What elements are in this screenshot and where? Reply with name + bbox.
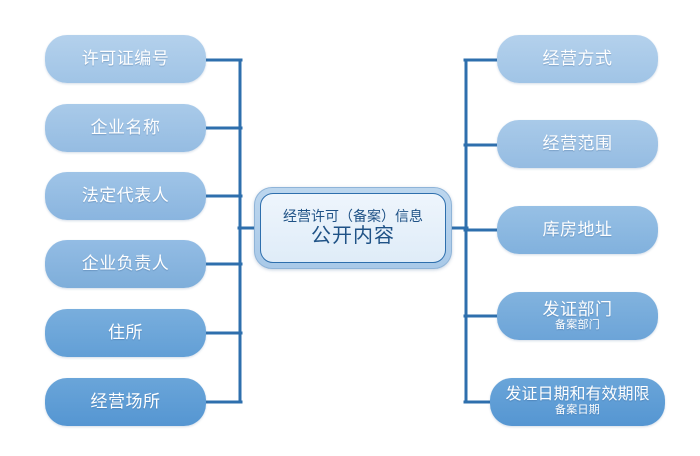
right-node-warehouse-address[interactable]: 库房地址 [497, 206, 658, 254]
node-label: 库房地址 [542, 220, 613, 240]
center-node-line1: 经营许可（备案）信息 [283, 207, 423, 224]
node-label: 经营范围 [542, 134, 613, 154]
node-label: 许可证编号 [81, 49, 170, 69]
left-node-residence[interactable]: 住所 [45, 309, 206, 357]
right-node-issuing-authority[interactable]: 发证部门 备案部门 [497, 292, 658, 340]
center-node-line2: 公开内容 [311, 225, 395, 248]
left-node-business-premises[interactable]: 经营场所 [45, 378, 206, 426]
node-label: 企业负责人 [81, 254, 170, 274]
right-node-business-mode[interactable]: 经营方式 [497, 35, 658, 83]
left-node-legal-representative[interactable]: 法定代表人 [45, 172, 206, 220]
left-node-license-number[interactable]: 许可证编号 [45, 35, 206, 83]
node-label: 企业名称 [90, 118, 161, 138]
center-node[interactable]: 经营许可（备案）信息 公开内容 [254, 187, 452, 269]
node-label: 法定代表人 [81, 186, 170, 206]
left-node-enterprise-name[interactable]: 企业名称 [45, 104, 206, 152]
node-label: 发证部门 [542, 299, 613, 319]
node-label: 经营场所 [90, 392, 161, 412]
node-sublabel: 备案日期 [554, 404, 601, 417]
node-sublabel: 备案部门 [554, 318, 601, 331]
left-node-enterprise-manager[interactable]: 企业负责人 [45, 240, 206, 288]
center-node-inner: 经营许可（备案）信息 公开内容 [260, 193, 446, 263]
node-label: 经营方式 [542, 49, 613, 69]
right-node-business-scope[interactable]: 经营范围 [497, 120, 658, 168]
node-label: 住所 [108, 323, 143, 343]
node-label: 发证日期和有效期限 [505, 386, 650, 404]
right-node-issue-date-validity[interactable]: 发证日期和有效期限 备案日期 [490, 378, 665, 426]
